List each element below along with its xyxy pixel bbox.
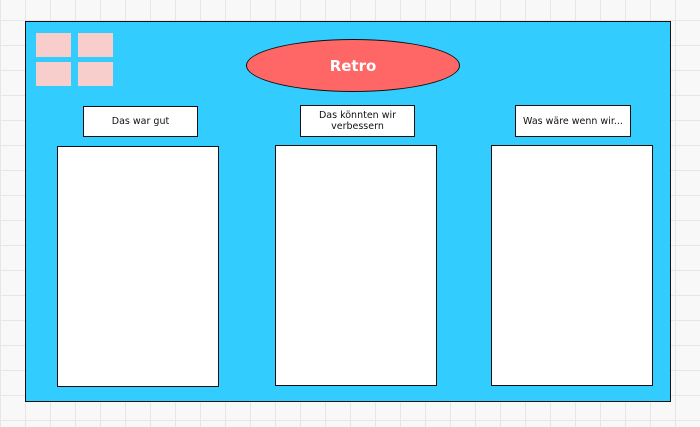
board-title-ellipse[interactable]: Retro bbox=[246, 39, 460, 92]
column-box-improve[interactable] bbox=[275, 145, 437, 386]
column-box-good[interactable] bbox=[57, 146, 219, 387]
column-header-good[interactable]: Das war gut bbox=[83, 106, 198, 137]
sticky-note[interactable] bbox=[78, 33, 113, 57]
column-header-what-if[interactable]: Was wäre wenn wir... bbox=[515, 105, 631, 137]
column-box-what-if[interactable] bbox=[491, 145, 653, 386]
sticky-note[interactable] bbox=[36, 62, 71, 86]
board-title: Retro bbox=[329, 56, 377, 75]
sticky-note[interactable] bbox=[78, 62, 113, 86]
column-header-improve[interactable]: Das könnten wir verbessern bbox=[300, 105, 415, 137]
sticky-note[interactable] bbox=[36, 33, 71, 57]
